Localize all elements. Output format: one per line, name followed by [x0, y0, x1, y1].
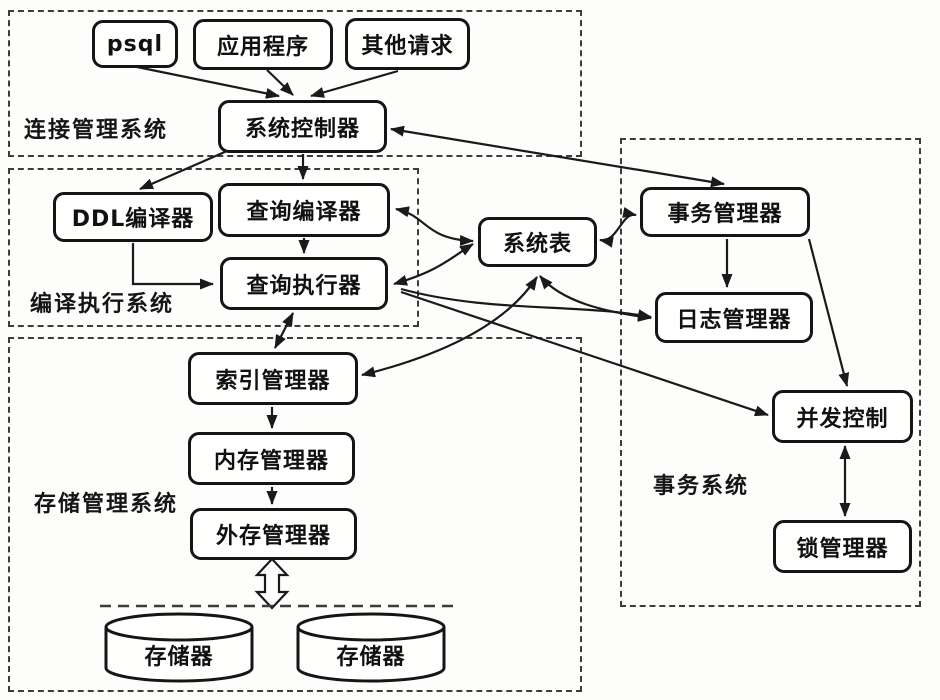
edge-controller-txmgr: [390, 125, 725, 188]
node-concurrency-control: 并发控制: [772, 390, 913, 443]
edge-other-controller: [310, 69, 399, 98]
edge-psql-controller: [136, 65, 280, 99]
group-label-transaction: 事务系统: [653, 474, 750, 499]
cylinder-storage2-body: [296, 627, 446, 683]
edge-txmgr-concurrency: [807, 238, 850, 387]
cylinder-storage2-top: [296, 612, 446, 642]
node-memory-manager: 内存管理器: [188, 432, 355, 485]
group-label-compile: 编译执行系统: [30, 292, 175, 317]
edge-qexecutor-concurrency: [400, 290, 769, 417]
node-application: 应用程序: [193, 19, 333, 70]
edge-qexecutor-logmgr: [400, 287, 652, 321]
node-query-executor: 查询执行器: [220, 257, 388, 310]
group-storage-system: [8, 337, 582, 692]
node-system-table: 系统表: [478, 217, 597, 267]
edge-systable-txmgr: [599, 207, 637, 248]
node-system-controller: 系统控制器: [218, 100, 387, 153]
edge-systable-logmgr: [539, 275, 652, 322]
group-connection-system: [8, 10, 582, 157]
edge-qcompiler-systable: [395, 206, 474, 246]
node-other-requests: 其他请求: [345, 18, 470, 70]
group-transaction-system: [620, 138, 921, 607]
node-query-compiler: 查询编译器: [218, 183, 390, 237]
edge-app-controller: [266, 69, 294, 96]
edge-qexecutor-systable: [393, 243, 474, 286]
node-external-storage-manager: 外存管理器: [190, 508, 357, 560]
edge-controller-ddl: [139, 149, 228, 191]
edge-indexmgr-systable: [361, 276, 538, 378]
node-ddl-compiler: DDL编译器: [53, 192, 213, 242]
node-lock-manager: 锁管理器: [773, 520, 912, 573]
group-label-storage: 存储管理系统: [34, 492, 179, 517]
node-log-manager: 日志管理器: [655, 292, 813, 343]
cylinder-storage1-body: [104, 627, 254, 683]
node-index-manager: 索引管理器: [188, 352, 358, 405]
node-psql: psql: [92, 20, 178, 68]
label-storage2: 存储器: [336, 645, 406, 670]
label-storage1: 存储器: [144, 645, 214, 670]
hollow-double-arrow-extmgr-storage: [254, 557, 290, 610]
node-transaction-manager: 事务管理器: [640, 187, 810, 237]
edge-ddl-qexecutor: [131, 243, 214, 290]
group-label-connection: 连接管理系统: [24, 118, 169, 143]
cylinder-storage1-top: [104, 612, 254, 642]
edge-qexecutor-indexmgr: [274, 312, 294, 349]
